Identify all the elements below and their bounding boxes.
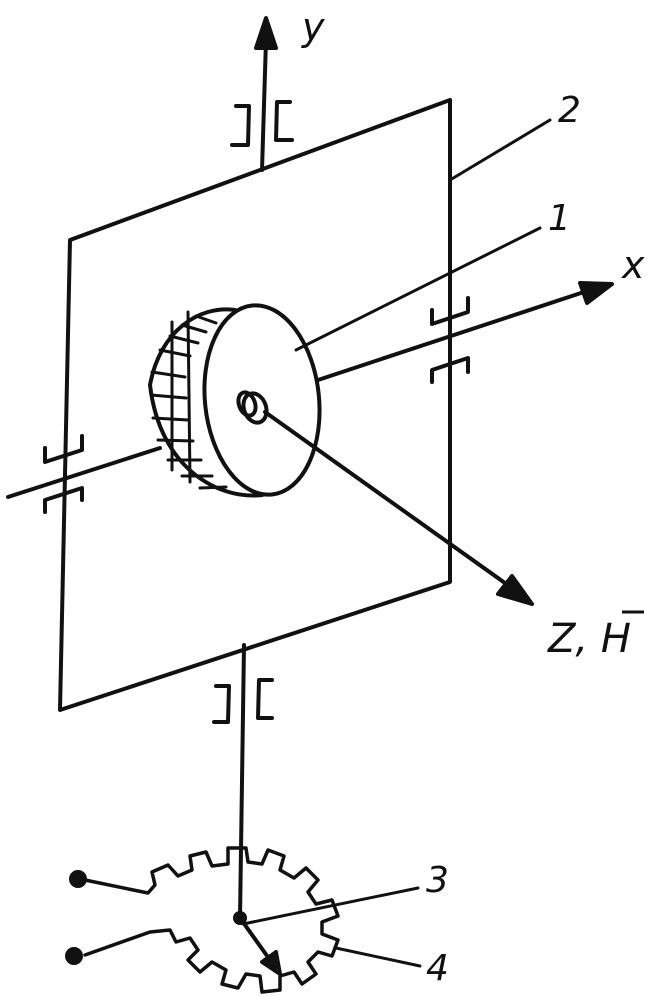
leader-3 [241,886,420,926]
z-axis-label: Z, H [547,616,631,662]
callout-3: 3 [426,860,449,901]
lower-bearing-right [256,678,274,720]
rotor-hub-inner [236,390,258,418]
x-axis-label: x [621,243,645,287]
upper-bearing-right [274,100,294,142]
right-bearing-lower [430,356,470,384]
y-axis-line [260,38,268,172]
z-axis-arrowhead [496,574,534,606]
callout-1: 1 [548,198,571,239]
leader-1 [294,226,542,352]
terminal-top [69,870,87,888]
right-bearing-upper [430,296,470,326]
lower-shaft [238,643,246,920]
z-axis-line [263,410,514,590]
callout-4: 4 [426,948,449,989]
left-shaft [6,446,162,499]
leader-2 [448,118,552,182]
terminal-bottom [65,947,83,965]
lower-bearing-left [212,684,231,724]
y-axis-label: y [301,5,325,49]
x-axis-arrowhead [578,281,614,305]
leader-4 [334,946,422,968]
rotor-knurl [149,310,228,490]
y-axis-arrowhead [254,16,278,50]
callout-2: 2 [558,90,581,131]
potentiometer-track [83,846,340,994]
wiper-arrowhead [260,950,282,976]
left-bearing-upper [43,434,84,464]
x-axis-line [316,288,592,382]
outer-frame [58,98,452,712]
left-bearing-lower [43,486,84,514]
upper-bearing-left [230,104,251,147]
